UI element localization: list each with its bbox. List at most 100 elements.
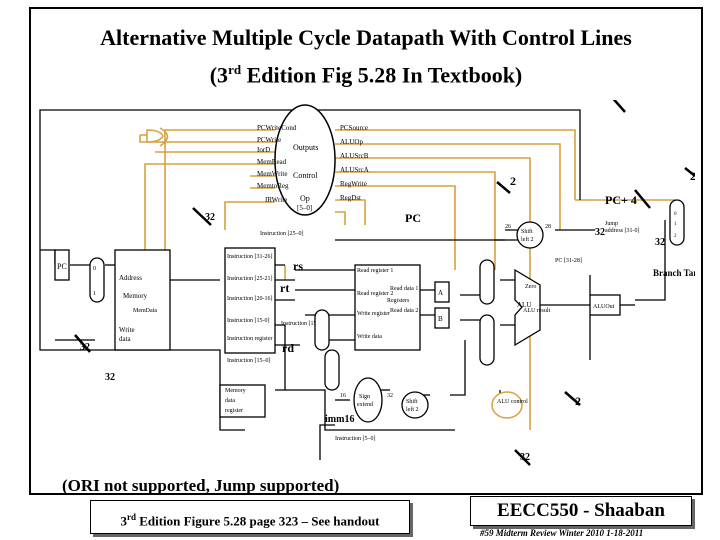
svg-text:0: 0 xyxy=(674,212,677,217)
control-output-labels: PCSource ALUOp ALUSrcB ALUSrcA RegWrite … xyxy=(340,124,369,202)
svg-text:32: 32 xyxy=(615,100,625,103)
svg-text:rt: rt xyxy=(280,281,289,295)
svg-text:Instruction [15–0]: Instruction [15–0] xyxy=(227,358,271,364)
svg-text:MemtoReg: MemtoReg xyxy=(257,182,289,190)
svg-text:ALUSrcB: ALUSrcB xyxy=(340,152,369,160)
svg-text:Read register 1: Read register 1 xyxy=(357,268,393,274)
or-gate xyxy=(159,127,169,147)
register-file xyxy=(354,264,421,351)
svg-text:Write data: Write data xyxy=(357,334,382,340)
svg-text:Jump: Jump xyxy=(605,221,618,227)
svg-text:MemData: MemData xyxy=(133,308,157,314)
svg-text:32: 32 xyxy=(105,372,115,383)
svg-text:Read register 2: Read register 2 xyxy=(357,291,393,297)
svg-text:32: 32 xyxy=(595,227,605,238)
svg-text:ALUOut: ALUOut xyxy=(593,304,615,310)
and-gate xyxy=(146,129,164,143)
instruction-register-labels: Instruction [31-26] Instruction [25-21] … xyxy=(227,254,327,364)
svg-text:ALUSrcA: ALUSrcA xyxy=(340,166,369,174)
svg-text:32: 32 xyxy=(520,452,530,463)
instruction-register xyxy=(224,247,276,354)
outputs-label: Outputs xyxy=(293,143,318,152)
pcsource-mux xyxy=(669,199,685,246)
svg-text:B: B xyxy=(438,315,443,323)
control-unit xyxy=(274,104,336,216)
shift-left-2-jump xyxy=(516,221,544,249)
alu-control xyxy=(491,391,523,419)
register-b xyxy=(434,307,450,329)
data-wires xyxy=(39,109,666,460)
register-file-labels: Read register 1 Read register 2 Write re… xyxy=(357,268,418,340)
svg-text:address [31-0]: address [31-0] xyxy=(605,228,640,234)
control-signal-labels: PCWriteCond PCWrite IorD MemRead MemWrit… xyxy=(257,124,297,204)
svg-text:Instruction [25–0]: Instruction [25–0] xyxy=(260,231,304,237)
op-label: Op xyxy=(300,194,310,203)
svg-text:Write: Write xyxy=(119,326,135,334)
aluout-register xyxy=(589,294,621,316)
pc-register xyxy=(54,249,70,281)
svg-text:ALU result: ALU result xyxy=(523,308,550,314)
svg-text:16: 16 xyxy=(340,393,346,399)
svg-text:Instruction [25-21]: Instruction [25-21] xyxy=(227,276,273,282)
svg-text:rs: rs xyxy=(293,259,303,273)
svg-text:Instruction register: Instruction register xyxy=(227,336,273,342)
svg-text:IorD: IorD xyxy=(257,146,270,154)
svg-text:register: register xyxy=(225,408,243,414)
svg-text:Instruction [15–11]: Instruction [15–11] xyxy=(281,321,327,327)
svg-text:2: 2 xyxy=(575,394,581,408)
svg-text:PC+ 4: PC+ 4 xyxy=(605,193,637,207)
svg-text:26: 26 xyxy=(505,224,511,230)
svg-text:32: 32 xyxy=(655,237,665,248)
ori-note: (ORI not supported, Jump supported) xyxy=(62,476,340,495)
svg-text:ALU control: ALU control xyxy=(497,399,528,405)
svg-text:PCSource: PCSource xyxy=(340,124,368,132)
svg-text:Read data 2: Read data 2 xyxy=(390,308,418,314)
shift-left-2-branch xyxy=(401,391,429,419)
svg-text:IRWrite: IRWrite xyxy=(265,196,287,204)
svg-text:left 2: left 2 xyxy=(406,406,419,413)
width-slash-marks xyxy=(74,100,695,466)
slide-frame xyxy=(29,7,703,495)
memtoreg-mux xyxy=(324,349,340,391)
handout-reference: 3rd Edition Figure 5.28 page 323 – See h… xyxy=(90,500,410,534)
regdst-mux xyxy=(314,309,330,351)
svg-text:2: 2 xyxy=(690,169,695,183)
svg-text:Instruction [20-16]: Instruction [20-16] xyxy=(227,296,273,302)
svg-text:28: 28 xyxy=(545,224,551,230)
slide-footer: #59 Midterm Review Winter 2010 1-18-2011 xyxy=(480,528,644,538)
annotation-labels: 32 32 32 32 32 32 32 2 2 2 PC+ 4 PC rs r… xyxy=(80,100,695,463)
svg-text:MemWrite: MemWrite xyxy=(257,170,287,178)
svg-text:PC [31-28]: PC [31-28] xyxy=(555,258,582,264)
svg-text:imm16: imm16 xyxy=(325,414,354,425)
svg-text:1: 1 xyxy=(674,222,677,227)
memory-data-register xyxy=(219,384,266,418)
svg-text:Address: Address xyxy=(119,274,142,282)
svg-text:32: 32 xyxy=(205,212,215,223)
svg-text:Instruction [5–0]: Instruction [5–0] xyxy=(335,436,376,442)
svg-text:1: 1 xyxy=(93,291,96,297)
svg-text:Memory: Memory xyxy=(225,388,246,394)
svg-text:Sign: Sign xyxy=(359,394,370,400)
alusrca-mux xyxy=(479,259,495,305)
alu xyxy=(514,268,541,347)
svg-text:extend: extend xyxy=(357,402,373,408)
svg-text:PCWrite: PCWrite xyxy=(257,136,281,144)
svg-text:Instruction [15-0]: Instruction [15-0] xyxy=(227,318,270,324)
svg-text:Zero: Zero xyxy=(525,284,536,290)
svg-text:PCWriteCond: PCWriteCond xyxy=(257,124,297,132)
svg-text:Branch Target: Branch Target xyxy=(653,268,695,278)
control-label: Control xyxy=(293,171,318,180)
course-badge: EECC550 - Shaaban xyxy=(470,496,692,526)
svg-text:A: A xyxy=(438,289,443,297)
title-line-2: (3rd Edition Fig 5.28 In Textbook) xyxy=(209,62,523,88)
control-lines xyxy=(139,129,675,430)
slide-title: Alternative Multiple Cycle Datapath With… xyxy=(30,22,702,91)
svg-text:ALU: ALU xyxy=(517,301,531,309)
svg-text:Instruction [31-26]: Instruction [31-26] xyxy=(227,254,273,260)
svg-text:Read data 1: Read data 1 xyxy=(390,286,418,292)
alusrcb-mux xyxy=(479,314,495,366)
op-bits: [5–0] xyxy=(297,204,312,212)
svg-text:RegWrite: RegWrite xyxy=(340,180,367,188)
svg-text:MemRead: MemRead xyxy=(257,158,287,166)
svg-text:PC: PC xyxy=(405,211,421,225)
